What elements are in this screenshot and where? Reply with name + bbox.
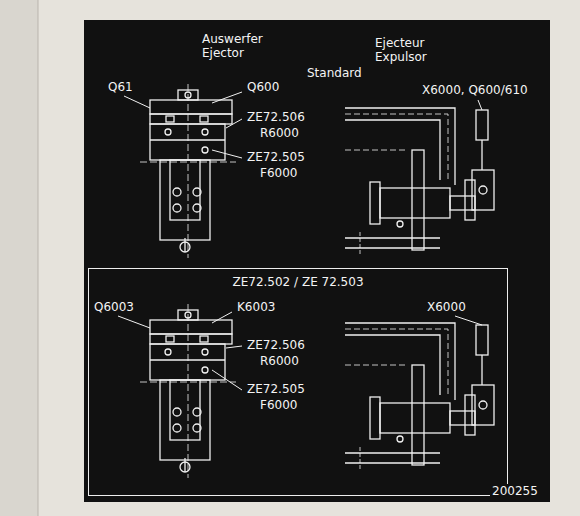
part-label: R6000	[258, 126, 301, 140]
part-label: ZE72.505	[245, 150, 307, 164]
part-label: ZE72.506	[245, 110, 307, 124]
part-label: 200255	[490, 484, 540, 498]
part-label: K6003	[235, 300, 277, 314]
part-label: F6000	[258, 398, 299, 412]
part-label: X6000	[425, 300, 468, 314]
part-label: ZE72.506	[245, 338, 307, 352]
part-label: ZE72.505	[245, 382, 307, 396]
part-label: Ejecteur	[373, 36, 427, 50]
part-label: R6000	[258, 354, 301, 368]
part-label: Ejector	[200, 46, 246, 60]
part-label: Q61	[106, 80, 135, 94]
part-label: Expulsor	[373, 50, 429, 64]
part-label: X6000, Q600/610	[420, 83, 530, 97]
part-label: Q6003	[92, 300, 136, 314]
frame-title: ZE72.502 / ZE 72.503	[229, 275, 366, 289]
part-label: Standard	[305, 66, 364, 80]
part-label: Auswerfer	[200, 32, 265, 46]
part-label: Q600	[245, 80, 281, 94]
part-label: F6000	[258, 166, 299, 180]
